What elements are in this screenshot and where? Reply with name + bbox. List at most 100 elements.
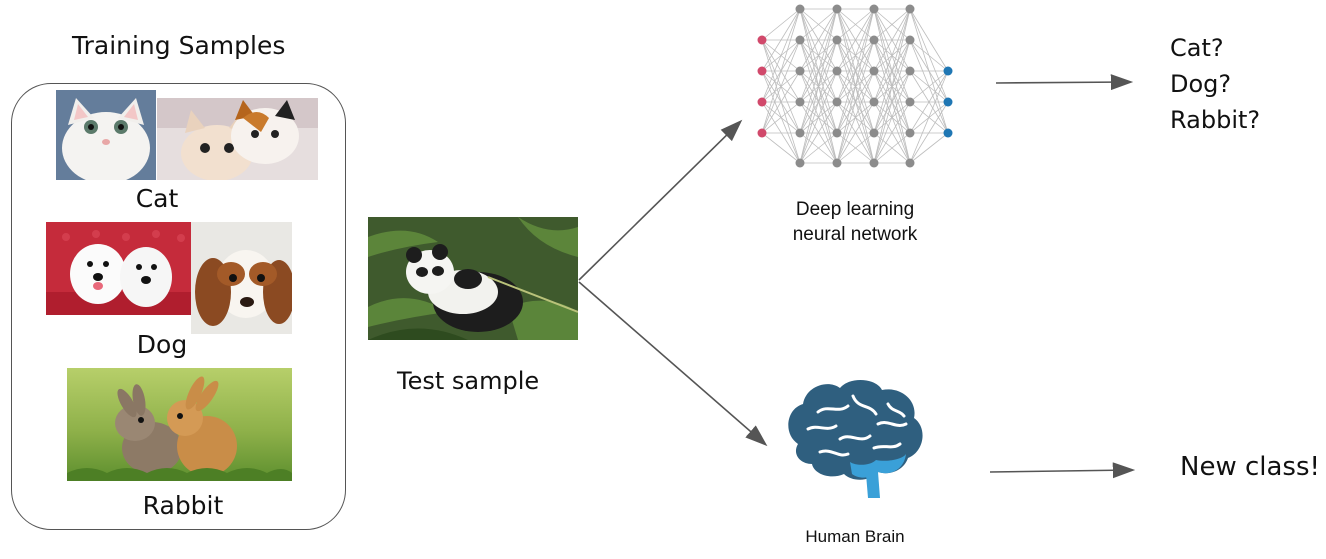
- network-edge: [761, 39, 801, 134]
- network-edge: [799, 8, 838, 103]
- network-edge: [873, 8, 911, 41]
- brain-icon: [788, 379, 923, 498]
- network-edge: [873, 101, 911, 164]
- hidden-node: [905, 35, 915, 45]
- hidden-node: [905, 158, 915, 168]
- network-edge: [761, 8, 801, 41]
- human-brain-label: Human Brain: [805, 527, 905, 546]
- network-edge: [873, 132, 911, 164]
- network-edge: [836, 132, 875, 164]
- cat-photo-2: [157, 98, 318, 180]
- rabbit-photo: [67, 368, 292, 481]
- hidden-node: [832, 158, 842, 168]
- hidden-node: [832, 128, 842, 138]
- input-node: [757, 66, 767, 76]
- hidden-node: [869, 158, 879, 168]
- arrow-to-network: [578, 119, 743, 281]
- network-edge: [836, 39, 875, 164]
- network-edge: [799, 101, 838, 164]
- test-sample-label: Test sample: [397, 367, 540, 395]
- network-edge: [761, 101, 801, 164]
- deep-learning-label-line1: Deep learning: [795, 199, 915, 220]
- hidden-node: [832, 66, 842, 76]
- hidden-node: [869, 97, 879, 107]
- hidden-node: [795, 97, 805, 107]
- arrow-brain-output: [989, 462, 1136, 479]
- hidden-node: [869, 66, 879, 76]
- output-node: [943, 66, 953, 76]
- network-output-rabbit: Rabbit?: [1170, 106, 1261, 134]
- cat-label: Cat: [135, 184, 179, 213]
- network-output-dog: Dog?: [1170, 70, 1232, 98]
- network-edge: [909, 70, 949, 164]
- network-edge: [799, 39, 838, 164]
- hidden-node: [795, 66, 805, 76]
- network-output-cat: Cat?: [1170, 34, 1224, 62]
- hidden-node: [795, 128, 805, 138]
- network-edge: [761, 132, 801, 164]
- network-edge: [836, 8, 875, 103]
- network-outputs: Cat? Dog? Rabbit?: [1170, 30, 1260, 138]
- dog-photo-2: [191, 222, 292, 334]
- network-edge: [909, 70, 949, 134]
- deep-learning-label: Deep learning neural network: [775, 197, 935, 247]
- dog-photo-1: [46, 222, 191, 315]
- network-edge: [761, 8, 801, 72]
- deep-learning-label-line2: neural network: [792, 224, 918, 245]
- network-edge: [909, 39, 949, 72]
- hidden-node: [832, 35, 842, 45]
- network-edge: [836, 70, 875, 164]
- network-edge: [836, 8, 875, 41]
- network-edge: [909, 101, 949, 164]
- output-node: [943, 97, 953, 107]
- hidden-node: [869, 4, 879, 14]
- hidden-node: [869, 128, 879, 138]
- hidden-node: [869, 35, 879, 45]
- hidden-node: [905, 97, 915, 107]
- network-edge: [909, 70, 949, 103]
- hidden-node: [905, 4, 915, 14]
- test-sample-photo: [368, 217, 578, 340]
- dog-label: Dog: [136, 330, 188, 359]
- input-node: [757, 97, 767, 107]
- hidden-node: [795, 4, 805, 14]
- arrow-network-output: [995, 74, 1134, 91]
- network-edge: [799, 132, 838, 164]
- network-edge: [873, 70, 911, 164]
- network-edge: [873, 8, 911, 72]
- network-edge: [761, 8, 801, 103]
- network-edge: [836, 8, 875, 134]
- network-edge: [761, 8, 801, 134]
- network-edge: [909, 132, 949, 164]
- network-edge: [873, 8, 911, 164]
- network-edge: [799, 8, 838, 134]
- output-node: [943, 128, 953, 138]
- input-node: [757, 128, 767, 138]
- network-edge: [873, 8, 911, 103]
- network-edge: [909, 8, 949, 72]
- input-node: [757, 35, 767, 45]
- network-edge: [799, 8, 838, 41]
- network-edge: [836, 8, 875, 164]
- hidden-node: [795, 35, 805, 45]
- network-edge: [761, 101, 801, 134]
- training-samples-title: Training Samples: [72, 31, 286, 60]
- network-edge: [799, 8, 838, 164]
- neural-network-icon: [757, 4, 953, 168]
- hidden-node: [832, 4, 842, 14]
- hidden-node: [795, 158, 805, 168]
- hidden-node: [905, 66, 915, 76]
- arrow-to-brain: [578, 281, 768, 447]
- hidden-node: [832, 97, 842, 107]
- training-samples-box: [11, 83, 346, 530]
- network-edge: [799, 70, 838, 164]
- cat-photo-1: [56, 90, 156, 180]
- network-edge: [836, 8, 875, 72]
- rabbit-label: Rabbit: [142, 491, 224, 520]
- network-edge: [873, 8, 911, 134]
- network-edge: [761, 70, 801, 134]
- hidden-node: [905, 128, 915, 138]
- new-class-output: New class!: [1180, 452, 1320, 482]
- network-edge: [873, 39, 911, 164]
